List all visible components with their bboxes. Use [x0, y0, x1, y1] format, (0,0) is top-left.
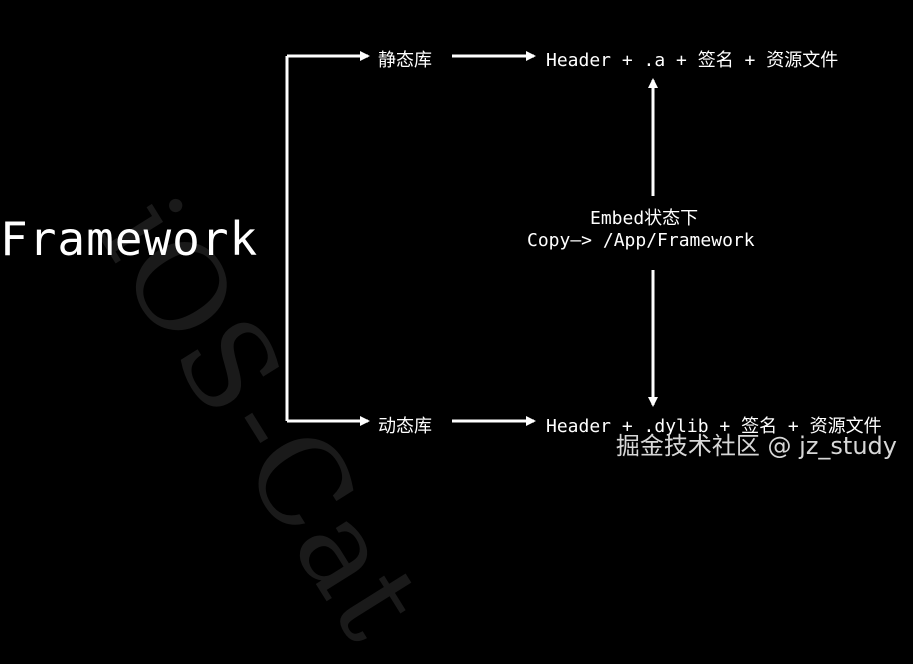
brand-watermark: 掘金技术社区 @ jz_study	[615, 432, 897, 460]
embed-note-line2: Copy—> /App/Framework	[527, 230, 755, 251]
dynamic-lib-label: 动态库	[378, 416, 432, 437]
dynamic-lib-content: Header + .dylib + 签名 + 资源文件	[546, 416, 882, 437]
framework-title: Framework	[0, 212, 259, 266]
connector-lines	[285, 51, 658, 426]
embed-note-line1: Embed状态下	[590, 208, 699, 229]
static-lib-label: 静态库	[378, 50, 432, 71]
static-lib-content: Header + .a + 签名 + 资源文件	[546, 50, 839, 71]
diagram-canvas: iOS-Cat Framework 静态库 Header + .a + 签名 +…	[0, 50, 897, 664]
